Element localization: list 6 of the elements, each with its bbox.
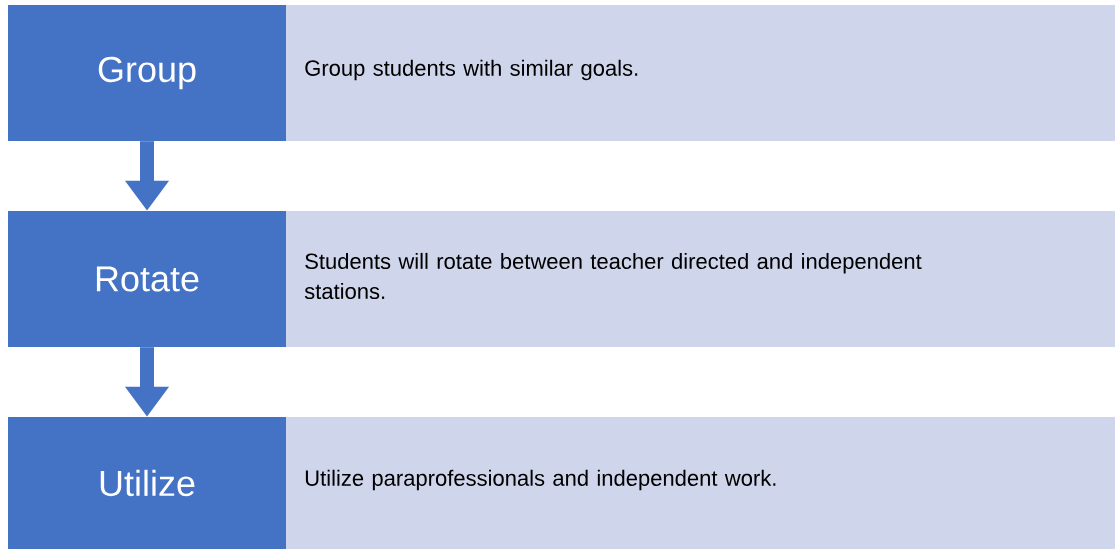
step-box: Rotate [8, 211, 286, 347]
description-box: Utilize paraprofessionals and independent work. [286, 417, 1115, 549]
description-box: Group students with similar goals. [286, 5, 1115, 141]
description-box: Students will rotate between teacher directed and independent stations. [286, 211, 1115, 347]
step-box: Utilize [8, 417, 286, 549]
step-box: Group [8, 5, 286, 141]
